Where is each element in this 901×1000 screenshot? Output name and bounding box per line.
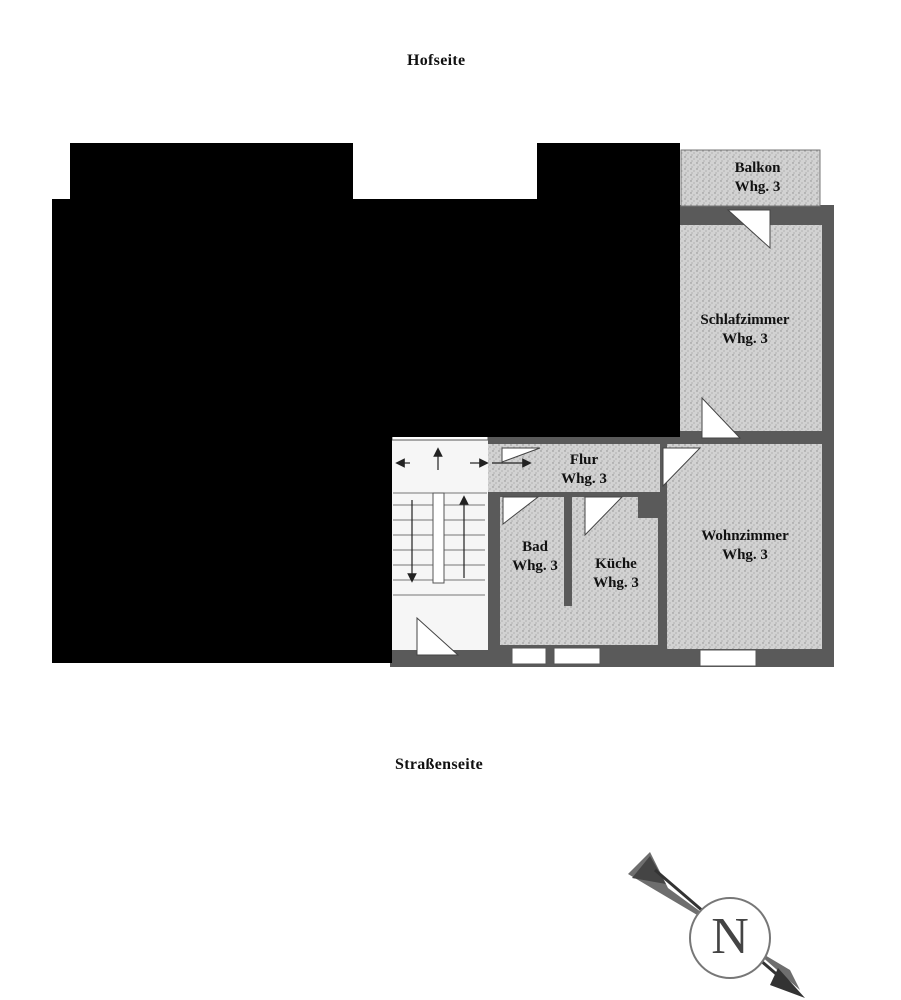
redacted-area — [52, 143, 680, 663]
schlafzimmer-room — [680, 225, 822, 431]
stair-direction-arrows — [395, 447, 532, 583]
room-label-flur: Flur Whg. 3 — [561, 452, 607, 487]
strassenseite-label: Straßenseite — [395, 756, 484, 773]
room-label-balkon: Balkon Whg. 3 — [734, 160, 781, 195]
door-swings — [416, 209, 771, 656]
room-label-kueche: Küche Whg. 3 — [593, 556, 639, 591]
room-label-bad: Bad Whg. 3 — [512, 539, 558, 574]
kueche-room — [553, 497, 658, 645]
room-label-wohnzimmer: Wohnzimmer Whg. 3 — [701, 528, 789, 563]
balkon-room — [680, 149, 821, 207]
windows — [391, 435, 757, 667]
compass-letter: N — [711, 908, 749, 965]
compass-north-arrow — [628, 852, 805, 998]
room-label-schlafzimmer: Schlafzimmer Whg. 3 — [700, 312, 790, 347]
wohnzimmer-room — [667, 444, 822, 649]
hofseite-label: Hofseite — [407, 52, 466, 69]
